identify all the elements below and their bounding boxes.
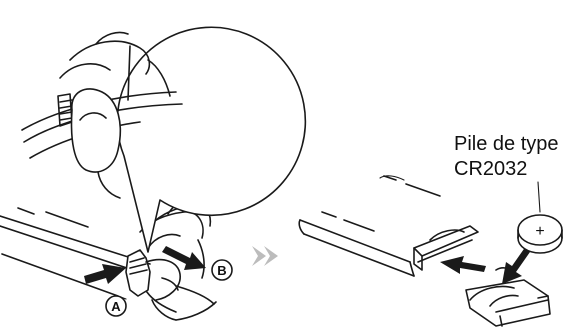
pull-arrow: [162, 246, 206, 270]
label-a-text: A: [111, 299, 121, 314]
battery-type-line2: CR2032: [454, 158, 527, 180]
label-b-text: B: [217, 263, 226, 278]
chevron-right-icon: [252, 246, 278, 266]
battery-down-arrow: [502, 246, 530, 284]
step2-insert-battery-illustration: + Pile de type CR2032: [299, 133, 562, 326]
battery-type-line1: Pile de type: [454, 133, 559, 155]
battery-type-label: Pile de type CR2032: [454, 133, 559, 212]
label-b-badge: B: [212, 260, 232, 280]
battery-polarity-label: +: [535, 223, 544, 240]
label-a-badge: A: [106, 296, 126, 316]
step1-remove-tray-illustration: A B: [0, 27, 305, 320]
coin-cell-battery-icon: +: [518, 215, 562, 253]
push-arrow: [84, 264, 126, 284]
insert-tray-arrow: [440, 256, 486, 274]
